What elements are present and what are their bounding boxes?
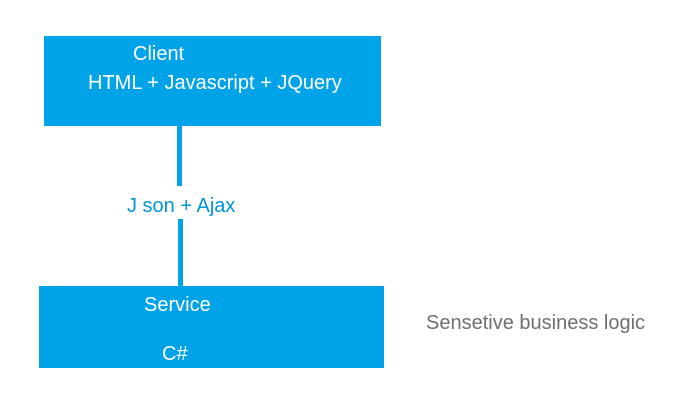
service-subtitle: C# bbox=[162, 343, 188, 365]
connector-label: J son + Ajax bbox=[127, 195, 236, 217]
business-logic-note: Sensetive business logic bbox=[426, 312, 646, 334]
service-box: Service C# bbox=[39, 286, 384, 368]
client-subtitle: HTML + Javascript + JQuery bbox=[88, 72, 342, 94]
service-title: Service bbox=[144, 294, 211, 316]
client-connector-line bbox=[177, 126, 182, 186]
service-connector-line bbox=[178, 219, 183, 287]
client-box: Client HTML + Javascript + JQuery bbox=[44, 36, 381, 126]
client-title: Client bbox=[133, 43, 185, 65]
